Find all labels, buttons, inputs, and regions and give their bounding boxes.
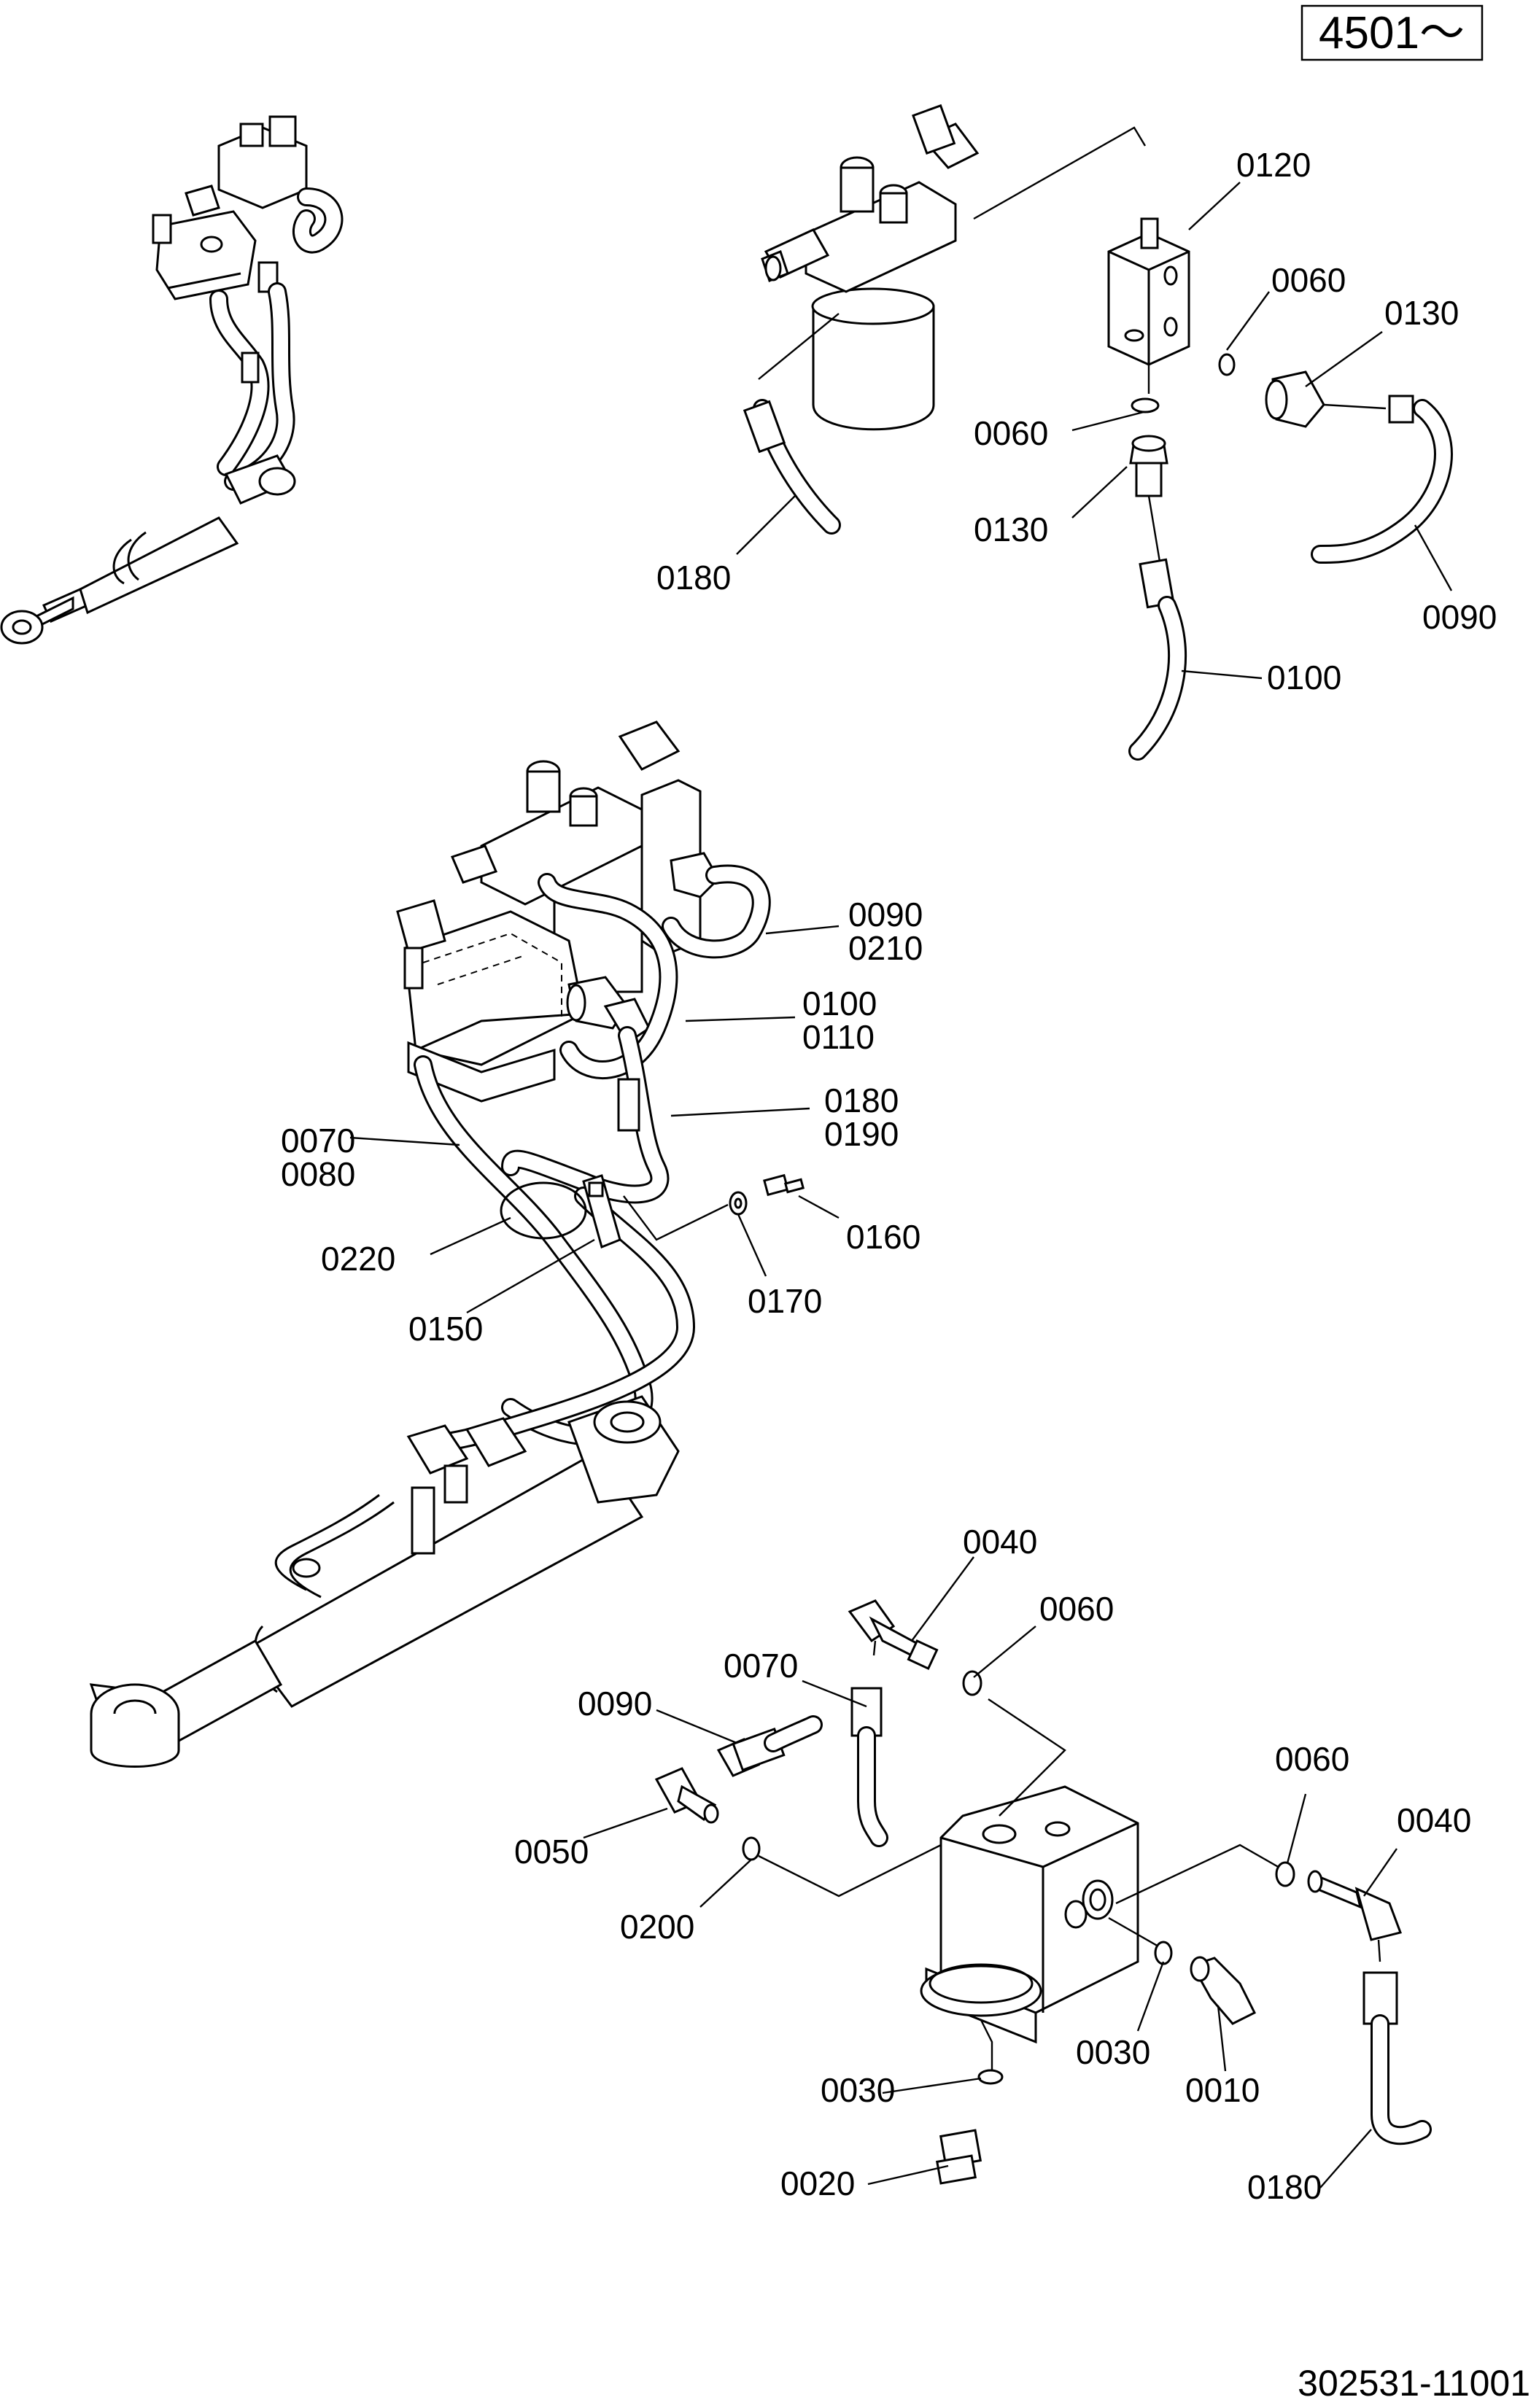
part-label: 0120: [1236, 146, 1311, 184]
part-label: 0050: [514, 1833, 589, 1871]
part-label: 0010: [1185, 2071, 1260, 2109]
top-exploded-view: [743, 104, 1453, 761]
middle-assembly-view: [89, 721, 805, 1768]
part-label: 0180: [1247, 2168, 1322, 2206]
part-label: 0110: [802, 1018, 875, 1056]
callout-leaders: [349, 182, 1453, 2188]
part-label: 0210: [848, 929, 923, 967]
overview-assembly-small: [0, 115, 344, 645]
part-label: 0190: [824, 1115, 899, 1153]
part-label: 0090: [848, 896, 923, 933]
part-label: 0060: [974, 414, 1048, 452]
part-label: 0090: [1422, 598, 1497, 636]
serial-badge: 4501～: [1300, 4, 1484, 61]
part-label: 0160: [846, 1218, 920, 1256]
part-label: 0220: [321, 1240, 395, 1278]
part-label: 0150: [408, 1310, 483, 1348]
part-label: 0070: [724, 1647, 798, 1685]
document-number: 302531-11001: [1298, 2363, 1530, 2404]
part-label: 0060: [1271, 261, 1346, 299]
serial-badge-text: 4501～: [1319, 8, 1465, 58]
part-label: 0170: [748, 1282, 822, 1320]
part-label: 0100: [802, 984, 877, 1022]
bottom-exploded-view: [654, 1599, 1432, 2185]
part-label: 0070: [281, 1122, 355, 1160]
part-label: 0040: [963, 1523, 1037, 1561]
part-label: 0180: [656, 559, 731, 597]
part-label: 0040: [1397, 1801, 1471, 1839]
part-label: 0060: [1275, 1740, 1349, 1778]
part-label: 0200: [620, 1908, 694, 1946]
part-label: 0090: [578, 1685, 652, 1723]
part-label: 0080: [281, 1155, 355, 1193]
part-label: 0030: [1076, 2033, 1150, 2071]
part-label: 0060: [1039, 1590, 1114, 1628]
part-label: 0020: [780, 2164, 855, 2202]
part-label: 0130: [974, 510, 1048, 548]
part-label: 0180: [824, 1081, 899, 1119]
part-label: 0130: [1384, 294, 1459, 332]
part-label: 0030: [821, 2071, 895, 2109]
part-labels: 0120 0060 0130 0060 0130 0180 0090 0100 …: [281, 146, 1497, 2206]
part-label: 0100: [1267, 659, 1341, 696]
